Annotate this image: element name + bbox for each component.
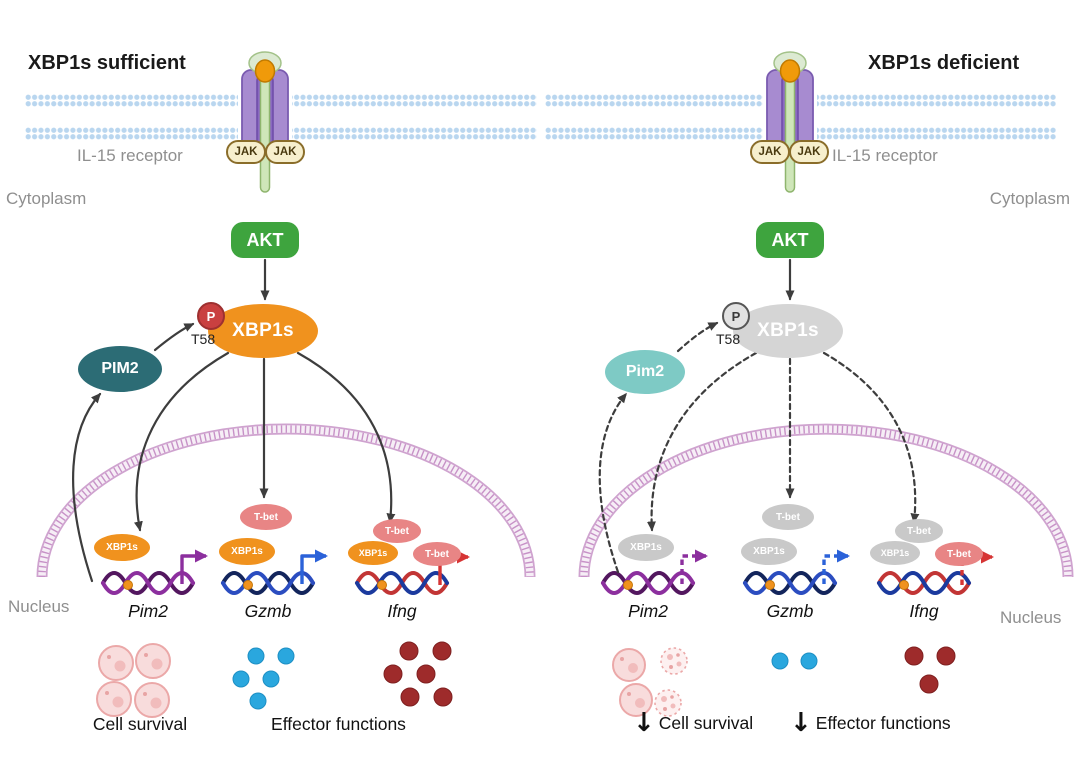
gzmb-gene-label-left: Gzmb (244, 601, 292, 621)
transcription-arrow-gzmb-left (300, 549, 328, 584)
nucleus-label-right: Nucleus (1000, 608, 1062, 627)
arrow-pim2gene-to-pim2protein-right (598, 392, 628, 574)
xbp1s-binding-site-icon (623, 580, 633, 590)
effector-functions-label-left: Effector functions (271, 714, 406, 734)
il15-receptor-label-left: IL-15 receptor (77, 146, 183, 165)
tbet-tf-ifng-right-left: T-bet (413, 542, 461, 566)
signal-arrows-right (598, 258, 920, 574)
xbp1s-tf-ifng-right: XBP1s (870, 541, 920, 565)
arrow-pim2gene-to-pim2protein-left (72, 392, 102, 583)
pim2-protein-left: PIM2 (78, 346, 162, 392)
pim2-gene-dna-right (601, 549, 708, 595)
pim2-gene-dna-left (101, 549, 208, 595)
arrow-xbp1s-to-pim2gene-right (646, 351, 758, 532)
xbp1s-protein-left: XBP1s (208, 304, 318, 358)
pim2-protein-right: Pim2 (605, 350, 685, 394)
nuclear-envelope-left (36, 423, 536, 578)
arrow-xbp1s-to-ifng-left (296, 351, 396, 524)
down-arrow-icon: ↓ (633, 708, 655, 738)
cell-survival-outcome-right: ↓ Cell survival (633, 710, 753, 736)
xbp1s-binding-site-icon (765, 580, 775, 590)
xbp1s-binding-site-icon (123, 580, 133, 590)
pim2-gene-label-left: Pim2 (128, 601, 168, 621)
arrow-xbp1s-to-ifng-right (822, 351, 920, 524)
ifng-dots-left (383, 641, 453, 707)
phospho-badge-left: P (197, 302, 225, 330)
transcription-arrow-pim2-left (180, 549, 208, 584)
tbet-tf-ifng-top-left: T-bet (373, 519, 421, 543)
xbp1s-binding-site-icon (243, 580, 253, 590)
akt-protein-right: AKT (756, 222, 824, 258)
panel-title-right: XBP1s deficient (868, 52, 1020, 74)
xbp1s-binding-site-icon (377, 580, 387, 590)
nucleus-label-left: Nucleus (8, 597, 70, 616)
cytoplasm-label-right: Cytoplasm (989, 189, 1070, 208)
cytoplasm-label-left: Cytoplasm (6, 189, 87, 208)
nuclear-envelope-right (578, 423, 1074, 578)
phospho-badge-right: P (722, 302, 750, 330)
transcription-arrow-gzmb-right (822, 549, 850, 584)
gzmb-gene-dna-left (221, 549, 328, 595)
tbet-tf-gzmb-left: T-bet (240, 504, 292, 530)
il15-receptor-icon-left (237, 51, 293, 193)
surviving-cells-left (96, 643, 171, 718)
xbp1s-tf-pim2-right: XBP1s (618, 534, 674, 561)
transcription-arrow-pim2-right (680, 549, 708, 584)
xbp1s-tf-pim2-left: XBP1s (94, 534, 150, 561)
arrow-pim2-to-phospho-left (153, 322, 195, 352)
granzyme-dots-right (771, 652, 818, 670)
ifng-gene-label-left: Ifng (387, 601, 417, 621)
xbp1s-tf-gzmb-right: XBP1s (741, 538, 797, 565)
panel-title-left: XBP1s sufficient (28, 52, 186, 74)
jak-oval-left-2: JAK (265, 140, 305, 164)
xbp1s-tf-ifng-left: XBP1s (348, 541, 398, 565)
tbet-tf-gzmb-right: T-bet (762, 504, 814, 530)
jak-oval-right-1: JAK (750, 140, 790, 164)
phospho-site-label-left: T58 (191, 331, 216, 347)
phospho-site-label-right: T58 (716, 331, 741, 347)
il15-receptor-label-right: IL-15 receptor (832, 146, 938, 165)
ifng-dots-right (904, 646, 956, 694)
pim2-gene-label-right: Pim2 (628, 601, 668, 621)
jak-oval-left-1: JAK (226, 140, 266, 164)
down-arrow-icon: ↓ (790, 708, 812, 738)
tbet-tf-ifng-right-right: T-bet (935, 542, 983, 566)
xbp1s-binding-site-icon (899, 580, 909, 590)
akt-protein-left: AKT (231, 222, 299, 258)
cell-survival-label-right: Cell survival (658, 712, 754, 733)
gzmb-gene-label-right: Gzmb (766, 601, 814, 621)
xbp1s-protein-right: XBP1s (733, 304, 843, 358)
arrow-pim2-to-phospho-right (676, 321, 719, 353)
granzyme-dots-left (232, 647, 295, 710)
xbp1s-tf-gzmb-left: XBP1s (219, 538, 275, 565)
effector-functions-label-right: Effector functions (815, 712, 951, 733)
jak-oval-right-2: JAK (789, 140, 829, 164)
effector-functions-outcome-right: ↓ Effector functions (790, 710, 951, 736)
arrow-xbp1s-to-pim2gene-left (133, 351, 230, 532)
il15-receptor-icon-right (762, 51, 818, 193)
dying-cells-right (612, 647, 688, 717)
gzmb-gene-dna-right (743, 549, 850, 595)
signal-arrows-left (72, 258, 396, 583)
tbet-tf-ifng-top-right: T-bet (895, 519, 943, 543)
ifng-gene-label-right: Ifng (909, 601, 939, 621)
cell-survival-label-left: Cell survival (92, 714, 188, 734)
